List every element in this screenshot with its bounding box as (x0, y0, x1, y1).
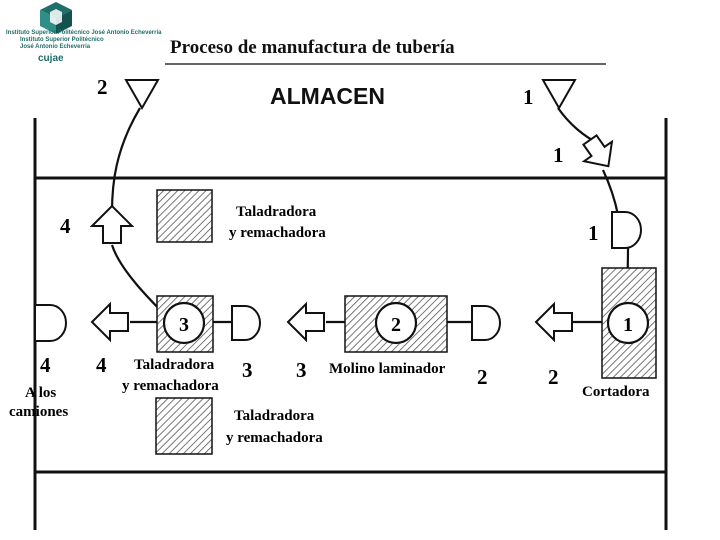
machine-taladradora-bottom (155, 397, 213, 455)
label-molino: Molino laminador (329, 361, 446, 377)
logo-acronym: cujae (38, 53, 64, 64)
transport-arrow-top-right (581, 134, 614, 168)
operation-circle-3 (162, 301, 206, 345)
storage-number-2: 2 (97, 75, 108, 99)
row-number-4a: 4 (40, 353, 51, 377)
label-camiones-2: camiones (9, 404, 68, 420)
transport-arrow-left-4 (90, 301, 129, 343)
row-number-2b: 2 (548, 365, 559, 389)
storage-symbol-1 (541, 79, 577, 111)
almacen-label: ALMACEN (270, 83, 385, 109)
logo-cube-icon (40, 2, 72, 34)
row-number-2a: 2 (477, 365, 488, 389)
transport-number-4: 4 (60, 214, 71, 238)
row-number-3a: 3 (242, 358, 253, 382)
machine-taladradora-top (156, 189, 213, 243)
label-camiones-1: A los (25, 385, 56, 401)
label-taladradora-bottom-2: y remachadora (226, 430, 323, 446)
storage-number-1: 1 (523, 85, 534, 109)
label-taladradora-mid-2: y remachadora (122, 378, 219, 394)
transport-arrow-left-2 (534, 301, 573, 343)
delay-symbol-2 (471, 305, 501, 341)
label-taladradora-bottom-1: Taladradora (234, 408, 315, 424)
row-number-4b: 4 (96, 353, 107, 377)
transport-number-1: 1 (553, 143, 564, 167)
storage-symbol-2 (124, 79, 160, 111)
operation-circle-1 (606, 301, 650, 345)
label-taladradora-top-2: y remachadora (229, 225, 326, 241)
delay-symbol-4 (34, 304, 67, 342)
logo-text-2: Instituto Superior Politécnico (20, 37, 104, 43)
operation-number-3: 3 (179, 314, 189, 336)
logo-text-1: Instituto Superior Politécnico José Anto… (6, 30, 162, 36)
delay-symbol-3 (231, 305, 261, 341)
transport-arrow-left-3 (286, 301, 325, 343)
delay-symbol-right (611, 211, 642, 249)
transport-arrow-up (89, 204, 135, 244)
operation-circle-2 (374, 301, 418, 345)
operation-number-2: 2 (391, 314, 401, 336)
label-taladradora-top-1: Taladradora (236, 204, 317, 220)
cujae-logo: Instituto Superior Politécnico José Anto… (6, 2, 162, 64)
label-taladradora-mid-1: Taladradora (134, 357, 215, 373)
delay-number-1: 1 (588, 221, 599, 245)
label-cortadora: Cortadora (582, 384, 650, 400)
page-title: Proceso de manufactura de tubería (170, 37, 455, 58)
logo-text-3: José Antonio Echeverría (20, 44, 91, 50)
operation-number-1: 1 (623, 314, 633, 336)
row-number-3b: 3 (296, 358, 307, 382)
